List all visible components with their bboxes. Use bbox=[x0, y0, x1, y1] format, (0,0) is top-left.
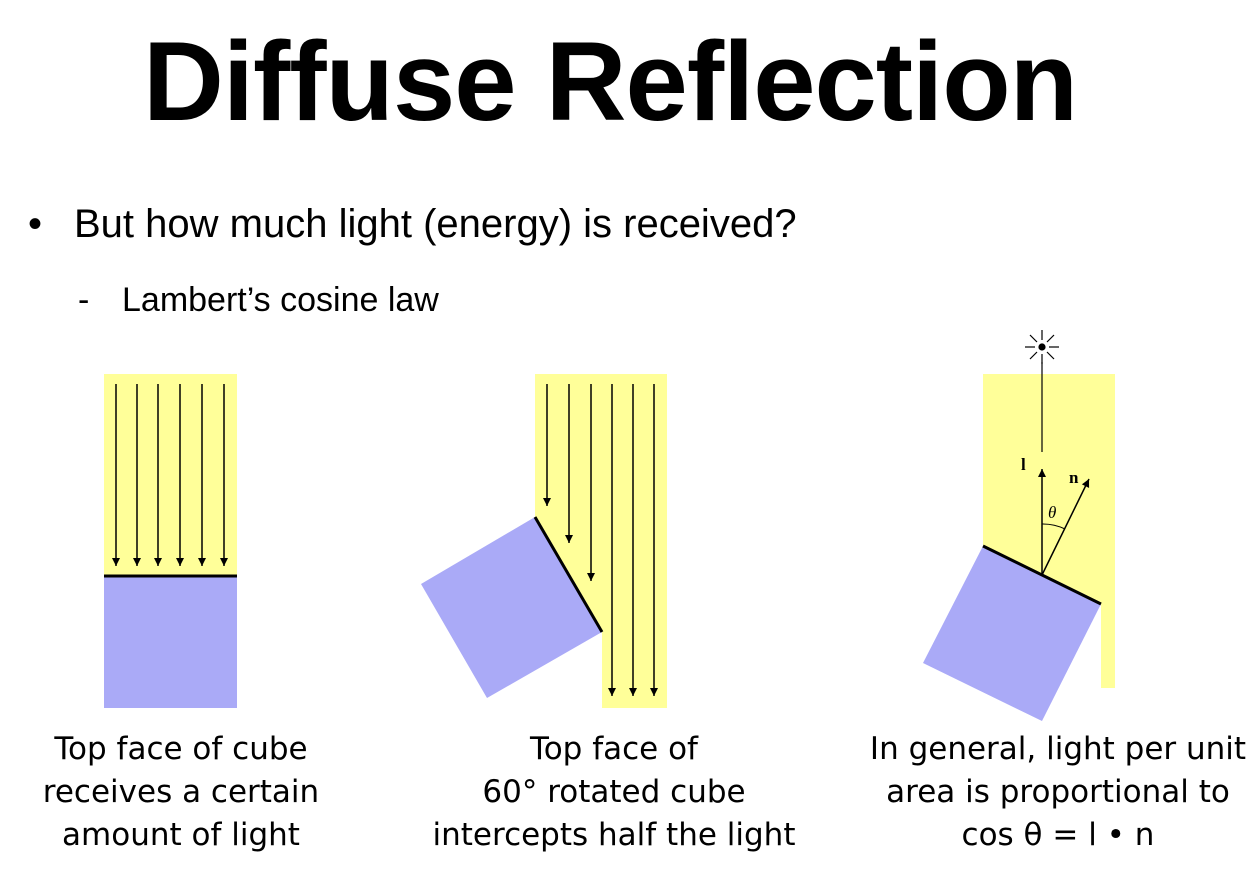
caption-line: receives a certain bbox=[42, 774, 320, 810]
caption-panel-3: In general, light per unit area is propo… bbox=[868, 728, 1248, 857]
cube-face bbox=[923, 546, 1101, 721]
sub-bullet-dash: - bbox=[78, 281, 90, 319]
cube-top-edge bbox=[533, 516, 604, 633]
sub-bullet-text: Lambert’s cosine law bbox=[122, 281, 439, 319]
sub-bullet: -Lambert’s cosine law bbox=[78, 280, 439, 321]
caption-line: amount of light bbox=[62, 817, 300, 853]
caption-line: Top face of bbox=[530, 731, 698, 767]
slide-title: Diffuse Reflection bbox=[142, 19, 1078, 144]
bullet-point: • But how much light (energy) is received… bbox=[28, 200, 797, 248]
normal-vector-arrow bbox=[1041, 478, 1090, 576]
bullet-dot: • bbox=[28, 202, 43, 246]
light-source-icon bbox=[1025, 330, 1059, 364]
bullet-text: But how much light (energy) is received? bbox=[74, 202, 797, 246]
light-beam bbox=[104, 374, 237, 576]
angle-arc bbox=[1041, 523, 1066, 530]
cube-face bbox=[421, 517, 602, 698]
panel-rotated-cube bbox=[421, 374, 667, 708]
light-beam bbox=[535, 374, 667, 708]
caption-panel-1: Top face of cube receives a certain amou… bbox=[40, 728, 322, 857]
panel-general-case: l n θ bbox=[923, 330, 1115, 721]
caption-line: cos θ = l • n bbox=[961, 817, 1155, 853]
caption-line: 60° rotated cube bbox=[482, 774, 746, 810]
caption-line: area is proportional to bbox=[886, 774, 1230, 810]
caption-line: In general, light per unit bbox=[869, 731, 1247, 767]
caption-line: intercepts half the light bbox=[432, 817, 796, 853]
light-beam bbox=[983, 374, 1115, 688]
cube-face bbox=[104, 576, 237, 708]
caption-panel-2: Top face of 60° rotated cube intercepts … bbox=[432, 728, 796, 857]
light-rays bbox=[543, 384, 658, 696]
light-vector-label: l bbox=[1021, 455, 1026, 474]
normal-vector-label: n bbox=[1069, 468, 1079, 487]
light-rays bbox=[112, 384, 228, 566]
angle-label: θ bbox=[1048, 503, 1056, 522]
panel-flat-cube bbox=[104, 374, 237, 708]
caption-line: Top face of cube bbox=[54, 731, 308, 767]
